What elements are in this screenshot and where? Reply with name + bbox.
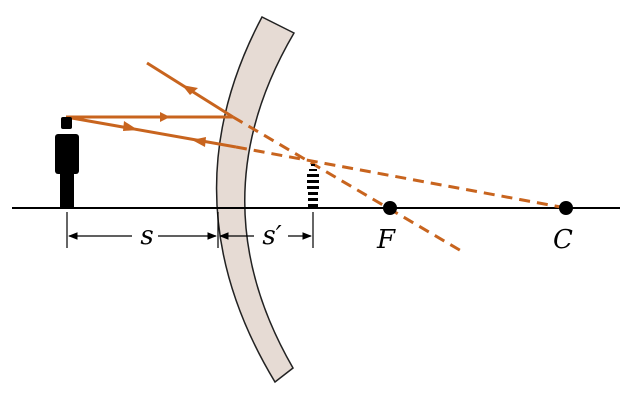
object-person — [55, 117, 79, 208]
label-C: C — [553, 225, 573, 255]
convex-mirror — [215, 16, 296, 384]
arrowhead-parallel — [160, 112, 170, 122]
light-rays — [65, 61, 237, 149]
center-of-curvature-dot — [559, 201, 573, 215]
label-s-prime: s′ — [262, 221, 281, 251]
arrowhead-toward-mirror — [123, 121, 138, 131]
arrowhead-reflected-2 — [192, 137, 206, 147]
person-legs — [60, 170, 74, 208]
virtual-image — [307, 164, 319, 207]
person-head — [61, 117, 72, 129]
arrowhead-reflected — [182, 85, 198, 95]
label-F: F — [376, 225, 396, 255]
ray-arrowheads — [123, 85, 206, 147]
extension-to-C — [235, 145, 567, 210]
label-s: s — [140, 221, 153, 251]
focal-point-dot — [383, 201, 397, 215]
incident-ray-toward-C — [65, 115, 237, 149]
virtual-ray-extensions — [232, 115, 567, 254]
extension-to-F — [232, 115, 464, 254]
dimension-ticks — [66, 212, 314, 248]
person-torso — [55, 134, 79, 174]
